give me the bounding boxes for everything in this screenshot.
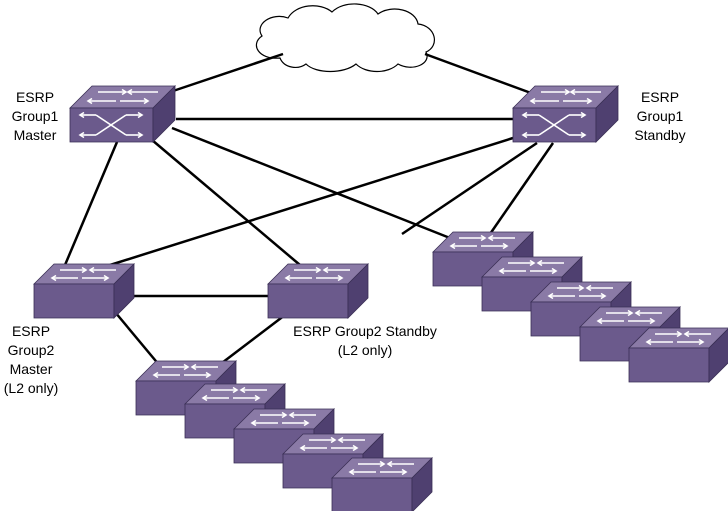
link-g1master-g2master: [63, 141, 119, 266]
label-group1-master: ESRP Group1 Master: [11, 89, 59, 143]
label-group2-standby: ESRP Group2 Standby (L2 only): [293, 323, 437, 358]
network-cloud-icon: [256, 3, 435, 73]
link-g1standby-g2master: [109, 136, 514, 267]
link-cloud-g1master: [169, 52, 284, 94]
link-g1standby-rightstack: [488, 142, 555, 235]
switch-g2-standby: [267, 263, 369, 319]
access-switch-stack-right: [432, 231, 728, 383]
access-switch: [628, 327, 728, 383]
switch-g2-master: [33, 263, 135, 319]
link-g1master-rightstack: [171, 126, 456, 242]
access-switch: [331, 457, 433, 511]
link-g1master-g2standby: [151, 139, 301, 266]
link-g1standby-g2standby: [401, 141, 538, 236]
access-switch-stack-bottom: [135, 360, 433, 511]
links: [63, 52, 555, 373]
label-group1-standby: ESRP Group1 Standby: [634, 89, 686, 143]
label-group2-master: ESRP Group2 Master (L2 only): [3, 323, 59, 396]
core-switch-g1-standby: [512, 85, 619, 143]
core-switch-g1-master: [69, 85, 176, 143]
